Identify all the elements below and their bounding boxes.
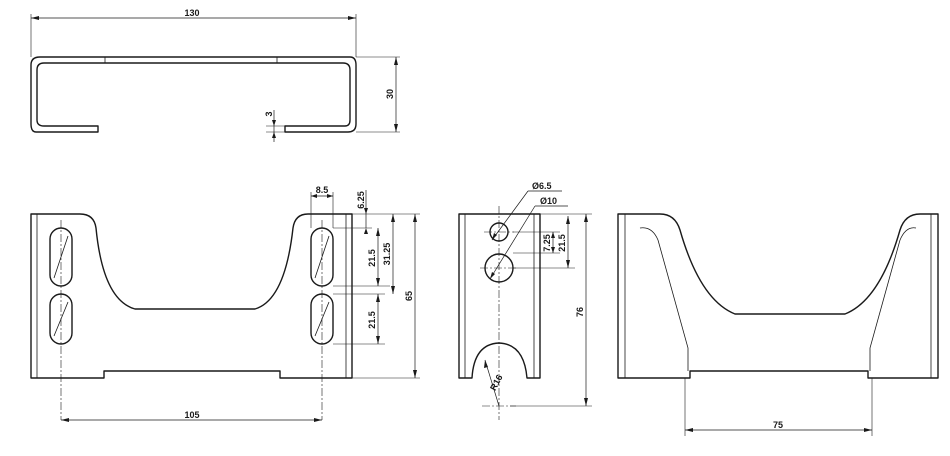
top-height-dim: 30 bbox=[385, 89, 395, 99]
arrowhead bbox=[551, 247, 555, 253]
slot-width-dim: 8.5 bbox=[316, 185, 329, 195]
arrowhead bbox=[376, 228, 380, 236]
arrowhead bbox=[327, 194, 333, 198]
front-height-dim: 65 bbox=[404, 291, 414, 301]
arrowhead bbox=[492, 233, 497, 240]
arrowhead bbox=[864, 428, 872, 432]
hole-gap-dim: 7.25 bbox=[542, 234, 552, 252]
small-hole-dim: Ø6.5 bbox=[532, 181, 552, 191]
arrowhead bbox=[394, 124, 398, 132]
arrowhead bbox=[272, 132, 276, 138]
arrowhead bbox=[31, 16, 39, 20]
slot-hatch-line bbox=[53, 235, 69, 279]
arrowhead bbox=[391, 286, 395, 294]
arrowhead bbox=[484, 360, 488, 368]
arrowhead bbox=[413, 370, 417, 378]
arrowhead bbox=[551, 232, 555, 238]
top-width-dim: 130 bbox=[184, 8, 199, 18]
back-width-dim: 75 bbox=[773, 420, 783, 430]
arrowhead bbox=[566, 216, 570, 224]
slot-offset-dim: 6.25 bbox=[356, 191, 366, 209]
large-hole-dim: Ø10 bbox=[540, 196, 557, 206]
arrowhead bbox=[584, 214, 588, 222]
front-view-outline bbox=[30, 213, 353, 379]
arrowhead bbox=[394, 57, 398, 65]
arrowhead bbox=[376, 278, 380, 286]
arrowhead bbox=[490, 272, 495, 279]
side-view-outline bbox=[458, 213, 541, 379]
back-view: 75 bbox=[617, 213, 939, 436]
arrowhead bbox=[311, 194, 317, 198]
arrowhead bbox=[364, 208, 368, 214]
top-view-outline bbox=[30, 56, 357, 133]
radius-dim: R16 bbox=[488, 373, 505, 392]
radius-leader bbox=[484, 359, 500, 407]
leader-line bbox=[489, 205, 536, 280]
top-thickness-dim: 3 bbox=[264, 111, 274, 116]
arrowhead bbox=[376, 336, 380, 344]
back-inner-flange-right bbox=[869, 227, 917, 371]
arrowhead bbox=[61, 418, 69, 422]
back-inner-flange-left bbox=[639, 227, 689, 371]
side-height-dim: 76 bbox=[575, 307, 585, 317]
back-view-outline bbox=[617, 213, 939, 379]
arrowhead bbox=[391, 214, 395, 222]
slot-hatch-line bbox=[314, 235, 330, 279]
arrowhead bbox=[685, 428, 693, 432]
front-view: 8.5 6.25 21.5 31.25 21.5 65 bbox=[30, 185, 420, 422]
side-view: Ø6.5 Ø10 7.25 21.5 76 R16 bbox=[458, 181, 592, 420]
leader-line bbox=[491, 190, 529, 241]
hole-pitch-dim: 21.5 bbox=[557, 234, 567, 252]
arrowhead bbox=[348, 16, 356, 20]
arrowhead bbox=[272, 120, 276, 126]
arrowhead bbox=[413, 214, 417, 222]
lower-slot-dim: 21.5 bbox=[367, 311, 377, 329]
arrowhead bbox=[584, 398, 588, 406]
arrowhead bbox=[566, 260, 570, 268]
arrowhead bbox=[314, 418, 322, 422]
slot-spacing-dim: 105 bbox=[184, 410, 199, 420]
top-view: 130 30 3 bbox=[30, 8, 400, 142]
arrowhead bbox=[364, 228, 368, 234]
arrowhead bbox=[376, 294, 380, 302]
slot-length-dim: 21.5 bbox=[367, 249, 377, 267]
slot-pitch-dim: 31.25 bbox=[382, 243, 392, 266]
